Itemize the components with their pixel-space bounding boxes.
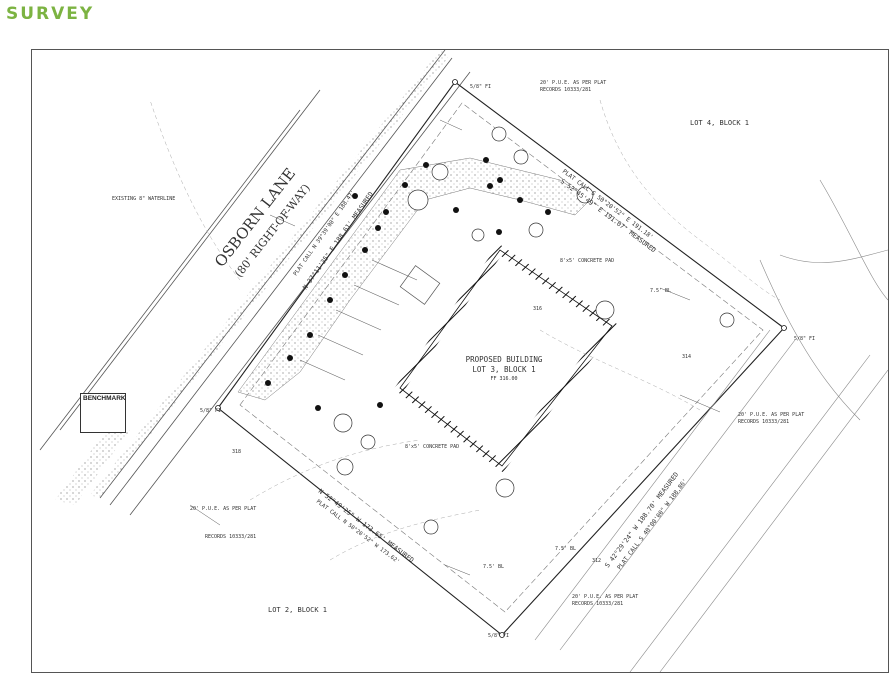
contour-lines <box>149 99 781 561</box>
parking-stalls <box>299 259 418 381</box>
dimension-leaders <box>189 119 721 576</box>
road-shoulder-stipple <box>90 50 450 498</box>
sidewalk-label-sw: 8'x5' CONCRETE PAD <box>405 444 459 450</box>
records-label-n: RECORDS 10333/281 <box>540 87 591 93</box>
records-label-w: RECORDS 10333/281 <box>205 534 256 540</box>
property-pins <box>215 79 787 638</box>
contour-318: 318 <box>232 449 241 455</box>
easement-label-s: 20' P.U.E. AS PER PLAT <box>572 594 638 600</box>
pin-label-e: 5/8" FI <box>794 336 815 342</box>
shrubs <box>265 157 551 411</box>
trees <box>333 126 735 535</box>
bearing-sw-plat: PLAT CALL N 50°20'52" W 173.62' <box>315 499 401 566</box>
section-title: SURVEY <box>6 4 95 24</box>
benchmark-box: BENCHMARK <box>80 393 126 433</box>
building-ff: FF 316.00 <box>490 376 517 382</box>
easement-label-w: 20' P.U.E. AS PER PLAT <box>190 506 256 512</box>
lot-north-label: LOT 4, BLOCK 1 <box>690 119 749 127</box>
lot-south-label: LOT 2, BLOCK 1 <box>268 606 327 614</box>
easement-label-n: 20' P.U.E. AS PER PLAT <box>540 80 606 86</box>
sidewalk-label-ne: 8'x5' CONCRETE PAD <box>560 258 614 264</box>
contour-312: 312 <box>592 558 601 564</box>
building-lot: LOT 3, BLOCK 1 <box>472 365 535 374</box>
records-label-e: RECORDS 10333/281 <box>738 419 789 425</box>
records-label-s: RECORDS 10333/281 <box>572 601 623 607</box>
contour-314: 314 <box>682 354 691 360</box>
pin-label-s: 5/8" FI <box>488 633 509 639</box>
easement-label-e: 20' P.U.E. AS PER PLAT <box>738 412 804 418</box>
pin-label-w: 5/8" FI <box>200 408 221 414</box>
waterline-label: EXISTING 8" WATERLINE <box>112 196 175 202</box>
building-setback <box>239 102 764 613</box>
benchmark-label: BENCHMARK <box>83 395 126 402</box>
plan-geometry <box>39 50 888 672</box>
setback-label-ne: 7.5' BL <box>650 288 671 294</box>
bearing-sw-measured: N 52°49'25" W 173.65' MEASURED <box>317 487 416 564</box>
contour-316: 316 <box>533 306 542 312</box>
bearing-se-measured: S 42°29'24" W 188.70' MEASURED <box>603 471 680 570</box>
bearing-ne-measured: S 52°45'49" E 191.07' MEASURED <box>559 177 658 254</box>
dumpster-pad <box>399 265 441 305</box>
building-title: PROPOSED BUILDING <box>466 355 543 364</box>
bearing-se-plat: PLAT CALL S 40°00'00" W 188.86' <box>616 478 689 572</box>
easement-lines <box>534 179 888 672</box>
setback-label-se: 7.5' BL <box>555 546 576 552</box>
setback-label-s: 7.5' BL <box>483 564 504 570</box>
pin-label-n: 5/8" FI <box>470 84 491 90</box>
